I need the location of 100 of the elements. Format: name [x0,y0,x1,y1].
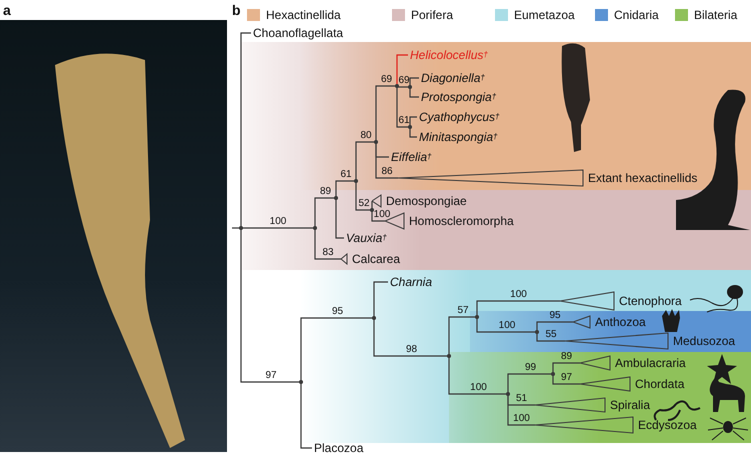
support-value: 100 [513,413,530,424]
support-value: 95 [332,306,344,317]
taxon-label: Diagoniella$^{†}$ [419,69,485,87]
branch-line [536,321,573,332]
support-value: 100 [270,216,286,227]
support-value: 100 [470,382,487,393]
taxon-label: Protospongia$^{†}$ [419,88,496,106]
branch-line [240,228,301,383]
support-value: 86 [381,166,393,177]
support-value: 83 [322,247,334,258]
legend-label: Eumetazoa [514,8,575,22]
taxon-label: Eiffelia$^{†}$ [389,148,432,166]
branch-line [375,85,397,142]
branch-point [551,372,555,376]
branch-line [396,86,410,128]
branch-line [300,317,374,382]
branch-line [552,362,580,374]
branch-point [370,208,374,212]
branch-line [448,356,508,395]
support-value: 80 [360,130,372,141]
support-value: 100 [510,289,527,300]
branch-line [371,210,385,222]
branch-line [373,318,449,357]
branch-line [335,180,356,198]
branch-line [373,281,388,318]
branch-line [396,86,410,88]
branch-point [475,315,479,319]
taxon-label: Vauxia$^{†}$ [344,229,387,247]
taxon-label: Minitaspongia$^{†}$ [417,128,498,146]
support-value: 55 [545,329,557,340]
branch-line [552,374,580,385]
support-value: 97 [560,372,572,383]
branch-line [355,141,376,181]
taxon-label: Ecdysozoa [638,418,697,432]
branch-line [409,116,417,127]
taxon-label: Placozoa [312,439,364,457]
taxon-label: Choanoflagellata [251,24,344,42]
legend-label: Bilateria [694,8,738,22]
branch-point [408,125,412,129]
branch-line [448,316,477,356]
taxon-label: Anthozoa [595,315,646,329]
support-value: 57 [457,305,469,316]
branch-line [476,317,537,333]
support-value: 52 [358,198,370,209]
support-value: 95 [549,310,561,321]
branch-point [239,226,243,230]
branch-point [408,85,412,89]
legend-label: Hexactinellida [266,8,341,22]
branch-line [409,87,419,98]
branch-line [300,382,312,449]
support-value: 97 [265,370,277,381]
panel-letter: b [232,2,241,18]
branch-line [314,197,336,228]
taxon-label: Ctenophora [619,294,682,308]
taxon-label: Chordata [635,377,684,391]
support-value: 89 [560,351,572,362]
branch-line [507,394,535,426]
branch-line [240,227,315,229]
support-value: 98 [406,344,418,355]
support-value: 61 [340,169,352,180]
branch-line [335,198,344,239]
branch-point [299,380,303,384]
support-value: 51 [516,393,528,404]
branch-point [374,140,378,144]
taxon-label: Spiralia [610,398,650,412]
taxon-label: Medusozoa [673,334,736,348]
branch-line [409,77,419,87]
branch-point [313,226,317,230]
taxon-label: Extant hexactinellids [588,171,698,185]
taxon-label: Homoscleromorpha [409,214,514,228]
taxon-label: Helicolocellus$^{†}$ [408,46,488,64]
branch-line [240,32,251,228]
branch-line [536,332,565,342]
support-value: 61 [398,115,410,126]
branch-point [372,316,376,320]
branch-point [447,354,451,358]
branch-line [409,127,417,138]
legend-label: Porifera [411,8,454,22]
taxon-label: Ambulacraria [615,356,686,370]
branch-line [507,373,553,394]
legend-label: Cnidaria [614,8,659,22]
branch-line [476,300,560,317]
taxon-label: Cyathophycus$^{†}$ [417,108,500,126]
taxon-label: Calcarea [352,252,400,266]
branch-line [375,142,398,179]
branch-point [535,330,539,334]
support-value: 99 [524,362,536,373]
taxon-label: Charnia [388,273,432,291]
taxon-label: Demospongiae [386,194,467,208]
branch-point [354,179,358,183]
branch-line [396,54,408,86]
branch-line [314,228,341,260]
branch-line [355,181,372,211]
support-value: 100 [498,320,516,331]
support-value: 89 [320,186,332,197]
support-value: 100 [374,209,390,220]
branch-point [506,392,510,396]
panel-letter: a [3,2,11,18]
branch-point [334,196,338,200]
support-value: 69 [380,74,392,85]
